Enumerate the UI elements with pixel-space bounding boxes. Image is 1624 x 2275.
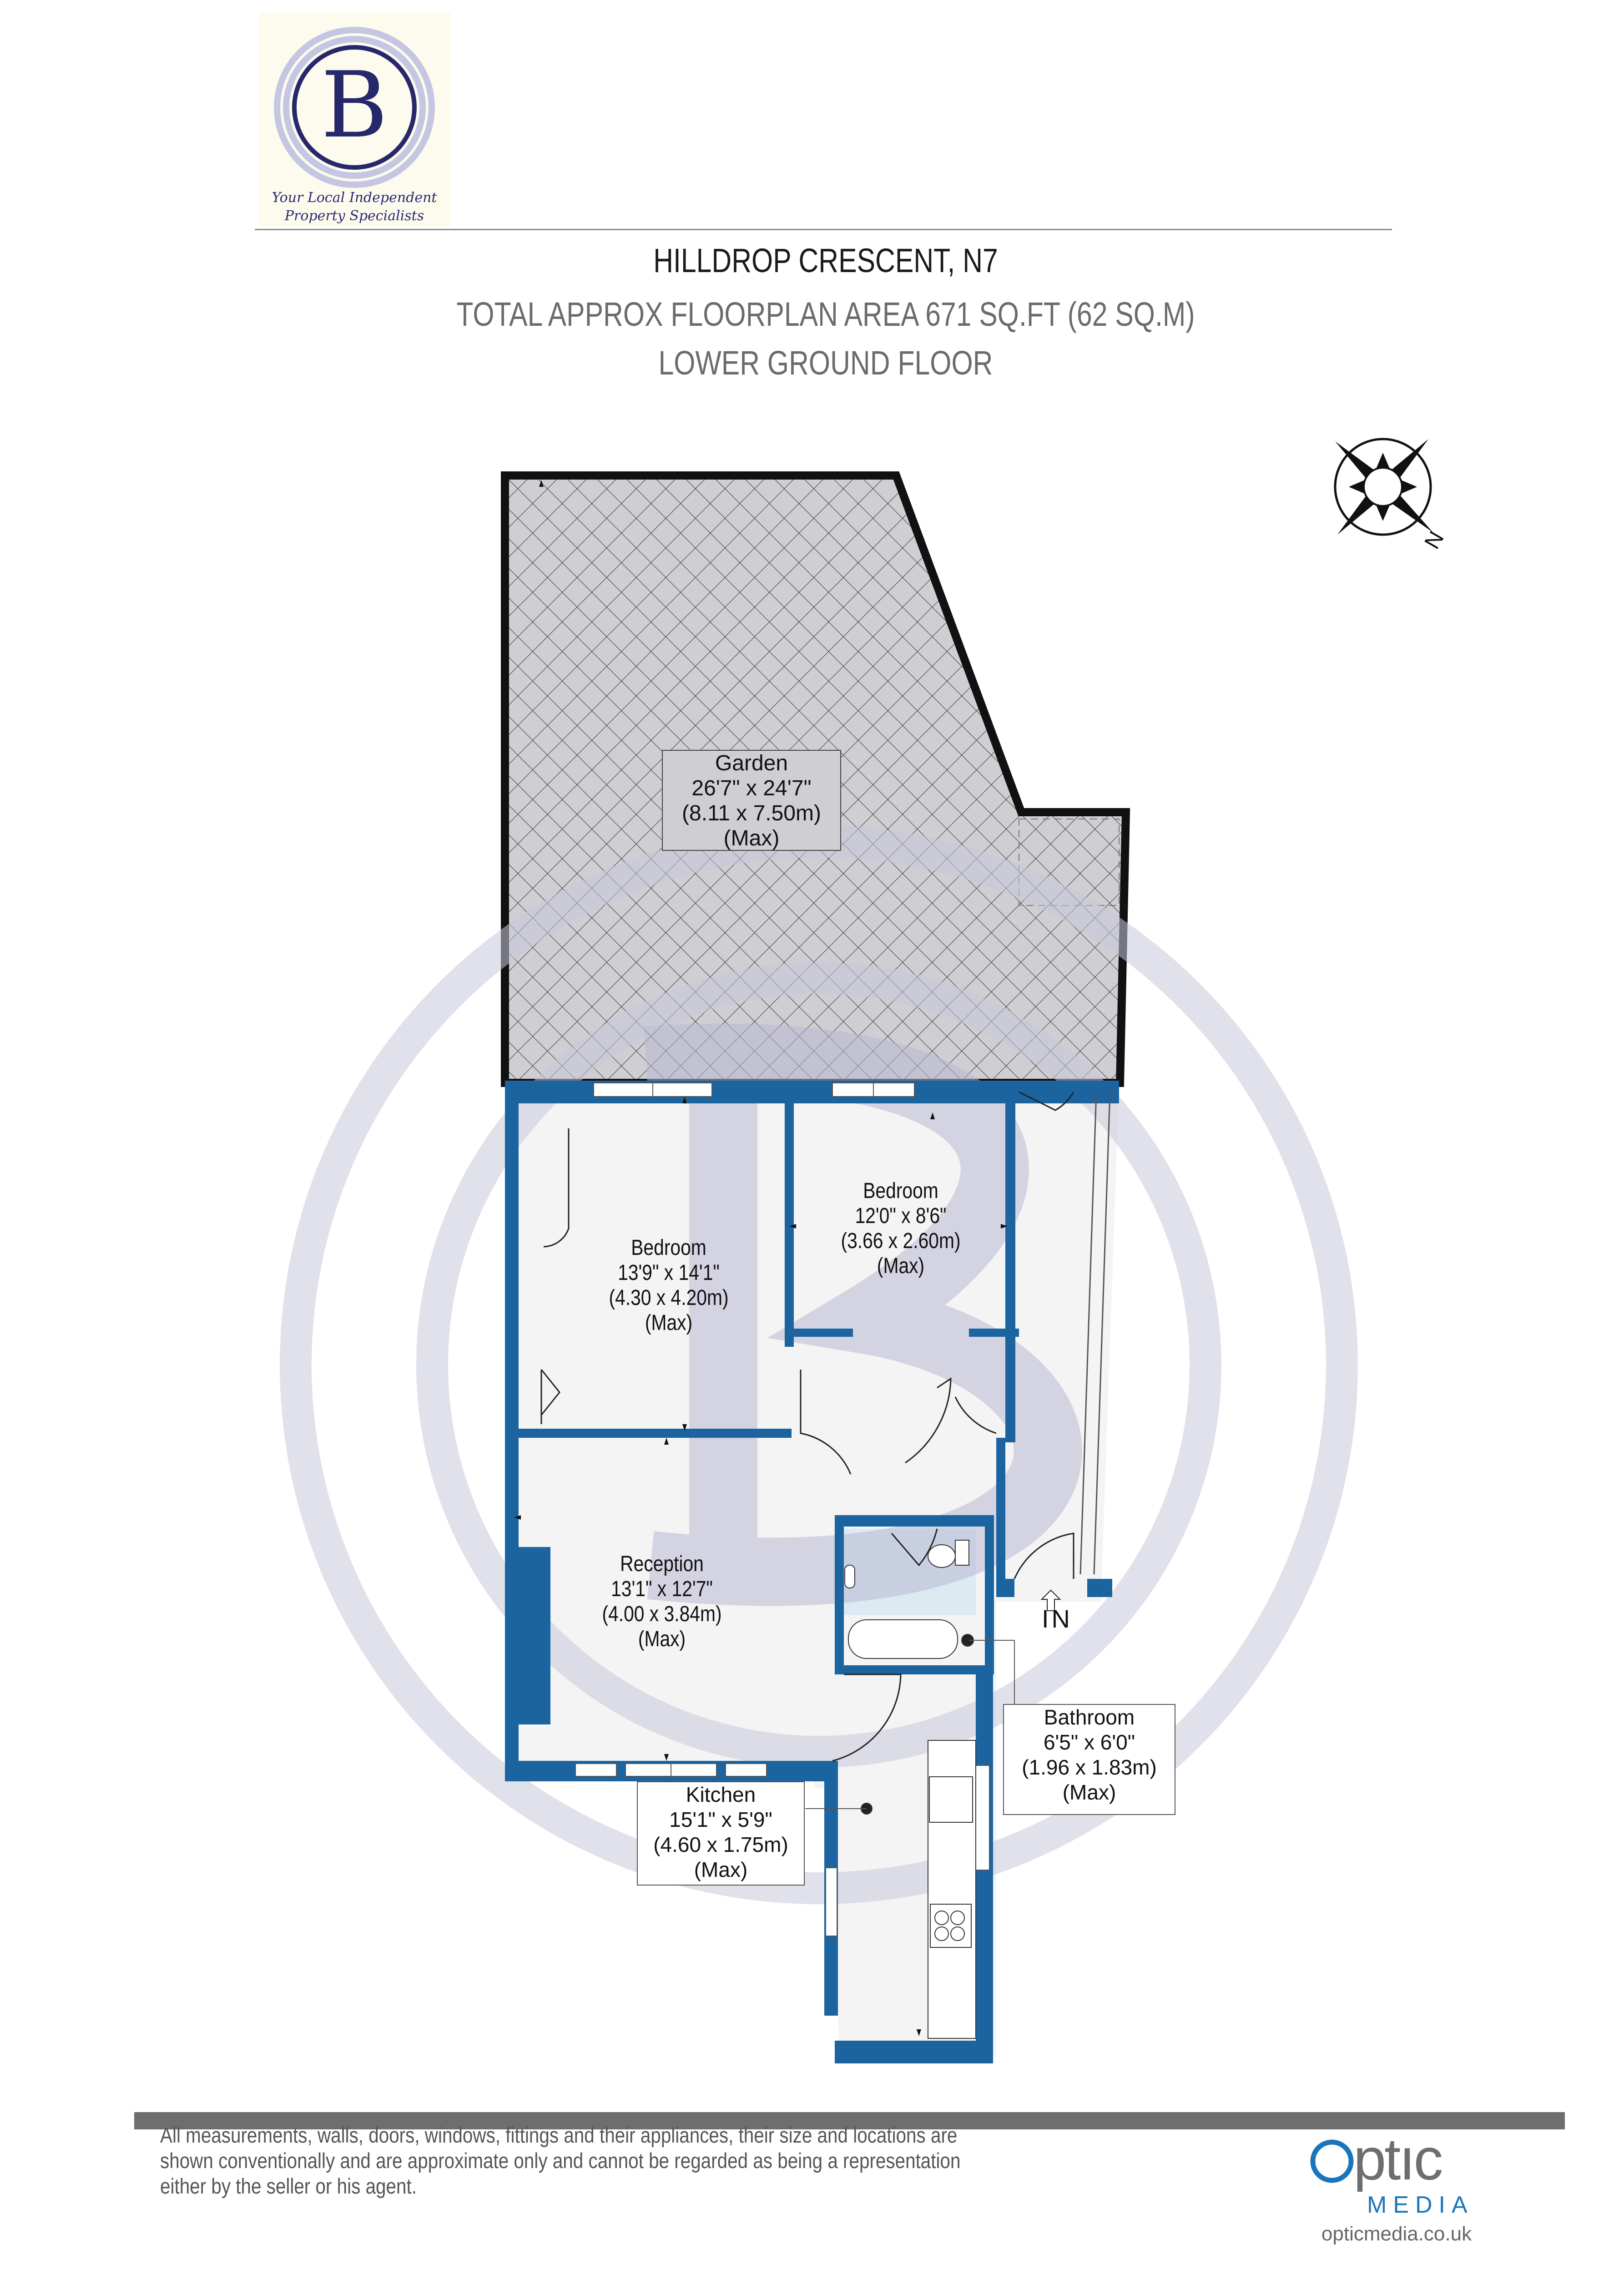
disclaimer-text: All measurements, walls, doors, windows,…: [160, 2123, 961, 2198]
optic-media-logo: ptıc MEDIA: [1310, 2132, 1474, 2218]
compass-icon: N: [1334, 438, 1449, 553]
floor-level: LOWER GROUND FLOOR: [658, 344, 993, 382]
footer-divider: [134, 2112, 1565, 2129]
agent-logo: B Your Local Independent Property Specia…: [258, 13, 450, 227]
svg-text:ptıc: ptıc: [1353, 2132, 1442, 2192]
room-label-reception: Reception 13'1" x 12'7" (4.00 x 3.84m) (…: [602, 1552, 722, 1651]
svg-text:B: B: [321, 52, 388, 158]
svg-text:N: N: [1420, 527, 1449, 553]
room-label-bedroom-1: Bedroom 13'9" x 14'1" (4.30 x 4.20m) (Ma…: [609, 1236, 729, 1335]
property-address: HILLDROP CRESCENT, N7: [653, 242, 998, 279]
kitchen-fixtures: [861, 1740, 976, 2039]
total-area: TOTAL APPROX FLOORPLAN AREA 671 SQ.FT (6…: [456, 295, 1195, 333]
svg-text:MEDIA: MEDIA: [1367, 2192, 1474, 2218]
leader-lines: [805, 1640, 1015, 1809]
logo-tagline-1: Your Local Independent: [272, 190, 437, 206]
header-divider: [255, 229, 1392, 230]
optic-media-website: opticmedia.co.uk: [1321, 2223, 1472, 2245]
dimension-markers: [514, 480, 1008, 2036]
room-label-bedroom-2: Bedroom 12'0" x 8'6" (3.66 x 2.60m) (Max…: [841, 1179, 961, 1278]
entrance-arrow-icon: [1040, 1589, 1061, 1611]
agent-logo-emblem: B: [274, 27, 435, 188]
windows: [575, 1082, 990, 1936]
corridor-glazing: [1079, 1092, 1111, 1575]
room-label-garden: Garden 26'7" x 24'7" (8.11 x 7.50m) (Max…: [662, 750, 841, 851]
logo-tagline-2: Property Specialists: [284, 208, 424, 224]
doors: [540, 1091, 1074, 1762]
room-label-bathroom: Bathroom 6'5" x 6'0" (1.96 x 1.83m) (Max…: [1003, 1704, 1175, 1815]
room-label-kitchen: Kitchen 15'1" x 5'9" (4.60 x 1.75m) (Max…: [637, 1781, 805, 1886]
bathroom-fixtures: [844, 1540, 974, 1659]
entrance-label: IN: [1042, 1604, 1073, 1633]
